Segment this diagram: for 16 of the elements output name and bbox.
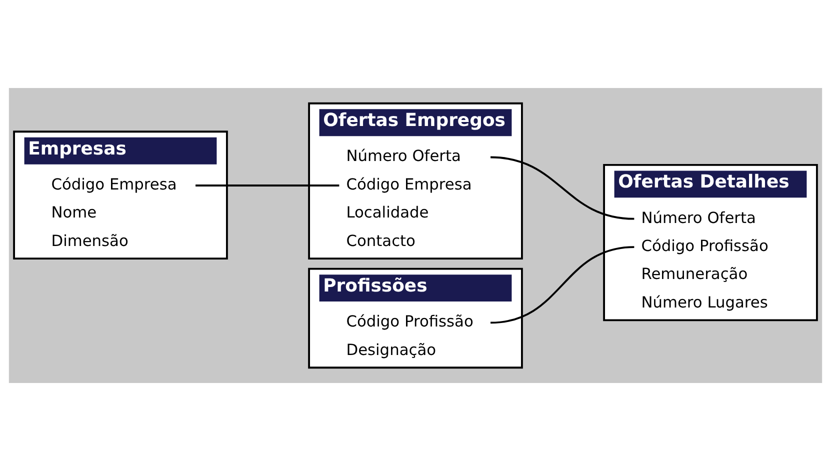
node-text: Número Oferta bbox=[346, 147, 461, 166]
node-text: Designação bbox=[346, 340, 436, 359]
node-text: Código Profissão bbox=[346, 312, 474, 331]
node-text: Remuneração bbox=[641, 265, 748, 284]
node-text: Nome bbox=[51, 204, 97, 222]
node-text: Número Oferta bbox=[641, 208, 756, 227]
node-text: Número Lugares bbox=[641, 293, 768, 312]
node-text: Código Empresa bbox=[346, 175, 472, 194]
node-text: Localidade bbox=[346, 204, 429, 222]
node-text: Contacto bbox=[346, 232, 416, 250]
node-text: Dimensão bbox=[51, 232, 128, 250]
node-text: Código Empresa bbox=[51, 175, 177, 194]
node-text: Código Profissão bbox=[641, 237, 768, 256]
connector bbox=[490, 246, 634, 324]
connector bbox=[490, 156, 634, 220]
connector bbox=[196, 184, 340, 186]
